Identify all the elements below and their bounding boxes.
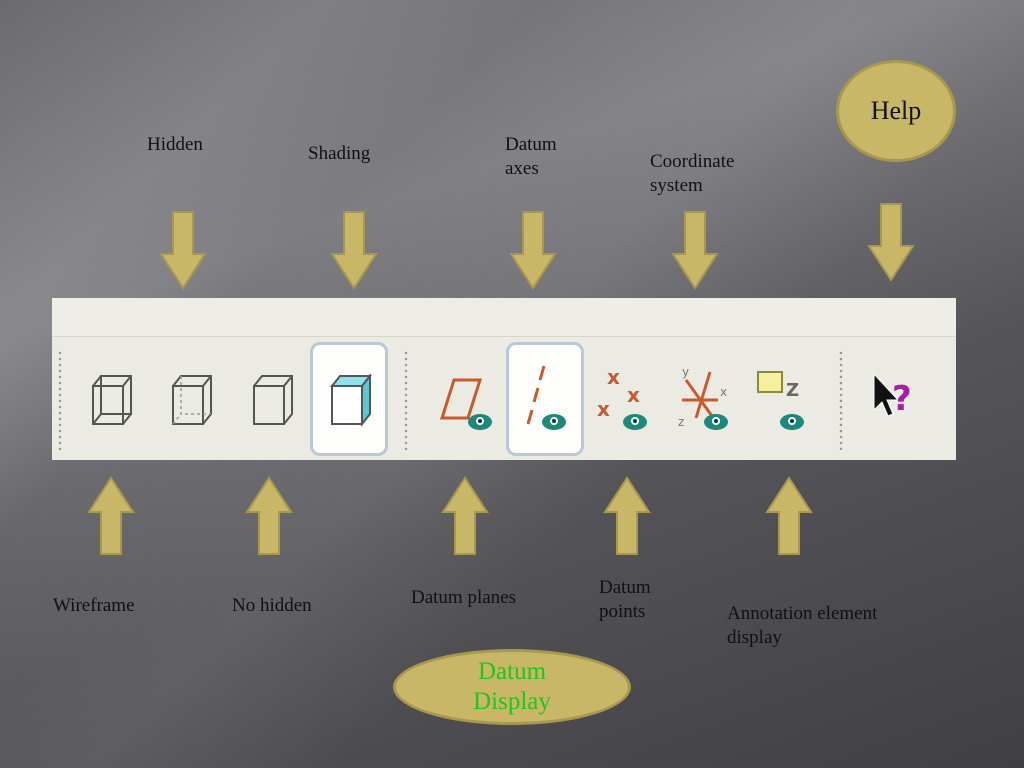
no-hidden-cube-icon	[253, 375, 293, 425]
coordinate-system-button[interactable]: y x z	[664, 342, 742, 456]
svg-text:x: x	[720, 385, 727, 399]
arrow-down-shading-icon	[330, 211, 378, 290]
toolbar-separator-2	[839, 350, 843, 450]
svg-text:z: z	[678, 415, 684, 429]
label-datum-axes: Datum axes	[505, 134, 557, 179]
wireframe-button[interactable]	[71, 342, 149, 456]
arrow-up-datum-points-icon	[603, 476, 651, 555]
shading-button[interactable]	[310, 342, 388, 456]
wireframe-cube-icon	[92, 375, 132, 425]
svg-text:?: ?	[892, 379, 912, 419]
annotation-icon: Z	[757, 371, 804, 430]
help-callout: Help	[836, 60, 956, 162]
help-label: Help	[870, 96, 922, 125]
arrow-down-datum-axes-icon	[509, 211, 557, 290]
label-coordinate-system: Coordinate system	[650, 151, 735, 196]
toolbar-grip-left[interactable]	[58, 350, 62, 450]
toolbar-separator-1	[404, 350, 408, 450]
svg-text:Z: Z	[786, 380, 799, 401]
context-help-button[interactable]: ?	[854, 342, 932, 456]
label-shading: Shading	[308, 143, 371, 164]
label-hidden: Hidden	[147, 134, 203, 155]
coordinate-system-icon: y x z	[678, 365, 728, 430]
arrow-up-datum-planes-icon	[441, 476, 489, 555]
arrow-up-annotation-icon	[765, 476, 813, 555]
datum-axes-button[interactable]	[506, 342, 584, 456]
annotation-display-button[interactable]: Z	[742, 342, 820, 456]
datum-axis-icon	[526, 365, 566, 430]
datum-plane-icon	[439, 378, 492, 430]
label-datum-planes: Datum planes	[411, 587, 517, 608]
hidden-line-button[interactable]	[151, 342, 229, 456]
svg-text:x: x	[607, 365, 620, 389]
svg-text:x: x	[627, 383, 640, 407]
arrow-down-hidden-icon	[159, 211, 207, 290]
svg-text:y: y	[682, 365, 689, 379]
hidden-line-cube-icon	[172, 375, 212, 425]
context-help-icon: ?	[873, 372, 912, 419]
arrow-up-wireframe-icon	[87, 476, 135, 555]
datum-point-icon: xxx	[597, 365, 647, 430]
label-annotation-element-display: Annotation element display	[727, 603, 878, 648]
label-no-hidden: No hidden	[232, 595, 312, 616]
shaded-cube-icon	[329, 373, 373, 427]
datum-planes-button[interactable]	[430, 342, 508, 456]
label-datum-points: Datum points	[599, 577, 651, 622]
no-hidden-button[interactable]	[232, 342, 310, 456]
arrow-up-no-hidden-icon	[245, 476, 293, 555]
arrow-down-coordinate-system-icon	[671, 211, 719, 290]
svg-text:x: x	[597, 397, 610, 421]
arrow-down-help-icon	[867, 203, 915, 282]
datum-display-callout: Datum Display	[393, 649, 631, 725]
toolbar-header-strip	[52, 298, 956, 337]
datum-display-label: Datum Display	[473, 658, 551, 715]
label-wireframe: Wireframe	[53, 595, 135, 616]
